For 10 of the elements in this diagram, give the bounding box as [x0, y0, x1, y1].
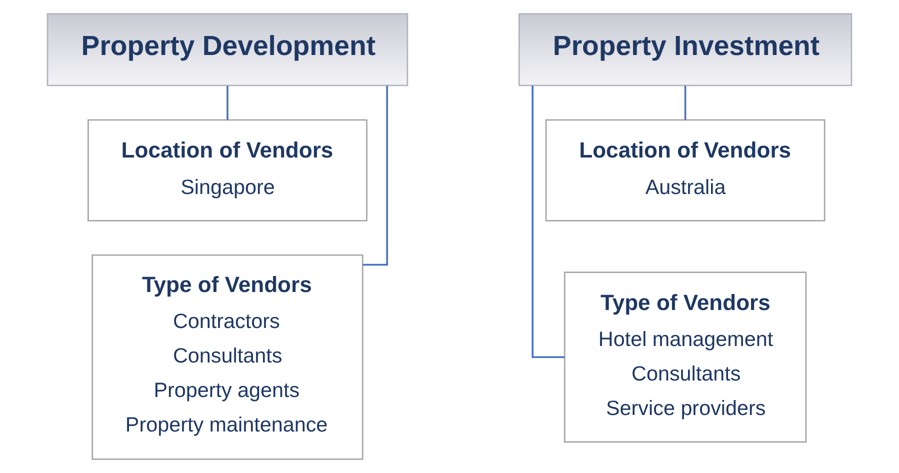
node-box: Type of Vendors Hotel management Consultants Service providers — [564, 272, 807, 443]
node-box: Type of Vendors Contractors Consultants Property agents Property maintenance — [92, 254, 364, 460]
node-box: Location of Vendors Australia — [545, 119, 826, 222]
connector — [226, 86, 228, 120]
connector — [532, 86, 565, 358]
node-box: Property Investment — [518, 13, 852, 86]
node-box: Location of Vendors Singapore — [88, 119, 368, 222]
connector — [362, 86, 388, 266]
node-box: Property Development — [46, 13, 408, 86]
connector — [684, 86, 686, 120]
